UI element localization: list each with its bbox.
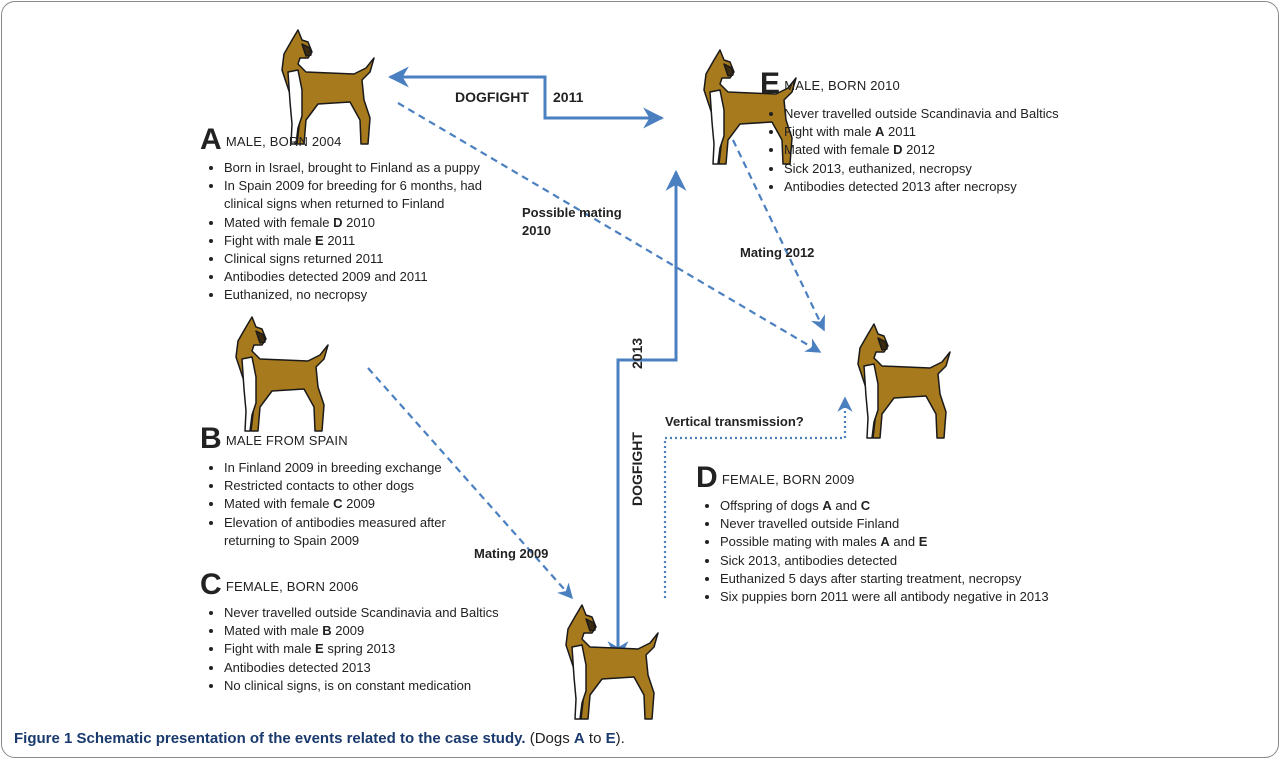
fact-item: Mated with female D 2010 xyxy=(224,214,524,232)
label-mating-2009: Mating 2009 xyxy=(474,546,549,561)
label-dogfight-2011-word: DOGFIGHT xyxy=(455,89,529,105)
dog-e-icon xyxy=(703,49,797,165)
dog-a-title: MALE, BORN 2004 xyxy=(225,134,342,149)
dog-a-icon xyxy=(281,29,375,145)
dog-b-title: MALE FROM SPAIN xyxy=(225,433,348,448)
arrow-dogfight-2011 xyxy=(387,66,665,129)
fact-item: Fight with male E 2011 xyxy=(224,232,524,250)
dog-d-title: FEMALE, BORN 2009 xyxy=(721,472,855,487)
fact-item: Sick 2013, antibodies detected xyxy=(720,552,1100,570)
label-vertical-transmission: Vertical transmission? xyxy=(665,414,804,429)
fact-item: Sick 2013, euthanized, necropsy xyxy=(784,160,1154,178)
fact-item: Fight with male A 2011 xyxy=(784,123,1154,141)
fact-item: Euthanized, no necropsy xyxy=(224,286,524,304)
caption-mid: to xyxy=(584,730,606,747)
fact-item: Fight with male E spring 2013 xyxy=(224,640,564,658)
fact-item: In Finland 2009 in breeding exchange xyxy=(224,459,494,477)
dog-c-icon xyxy=(565,604,659,720)
fact-item: Mated with female C 2009 xyxy=(224,495,494,513)
label-mating-2012: Mating 2012 xyxy=(740,245,815,260)
fact-item: Mated with male B 2009 xyxy=(224,622,564,640)
fact-item: Six puppies born 2011 were all antibody … xyxy=(720,588,1100,606)
fact-item: Elevation of antibodies measured after r… xyxy=(224,514,494,550)
arrow-dogfight-2013 xyxy=(607,169,687,663)
fact-item: Never travelled outside Scandinavia and … xyxy=(224,604,564,622)
dog-e-letter: E xyxy=(760,67,781,100)
fact-item: Antibodies detected 2013 xyxy=(224,659,564,677)
fact-item: Clinical signs returned 2011 xyxy=(224,250,524,268)
label-dogfight-2013-word: DOGFIGHT xyxy=(629,432,645,506)
caption-title: Figure 1 Schematic presentation of the e… xyxy=(14,730,526,747)
fact-item: Mated with female D 2012 xyxy=(784,141,1154,159)
fact-item: Never travelled outside Scandinavia and … xyxy=(784,105,1154,123)
dog-d-letter: D xyxy=(696,461,718,494)
dog-b-facts: In Finland 2009 in breeding exchangeRest… xyxy=(202,459,494,550)
dog-c-title: FEMALE, BORN 2006 xyxy=(225,579,359,594)
label-dogfight-2013-year: 2013 xyxy=(629,337,645,369)
fact-item: Offspring of dogs A and C xyxy=(720,497,1100,515)
dog-b-icon xyxy=(235,316,329,432)
fact-item: Antibodies detected 2009 and 2011 xyxy=(224,268,524,286)
caption-pre: (Dogs xyxy=(525,730,574,747)
arrow-mating-2009 xyxy=(367,367,574,600)
dog-d-icon xyxy=(857,323,951,439)
dog-b-letter: B xyxy=(200,422,222,455)
dog-c-letter: C xyxy=(200,568,222,601)
dog-e-title: MALE, BORN 2010 xyxy=(784,78,900,93)
fact-item: Euthanized 5 days after starting treatme… xyxy=(720,570,1100,588)
label-possible-mating-year: 2010 xyxy=(522,223,551,238)
dog-d-facts: Offspring of dogs A and CNever travelled… xyxy=(698,497,1100,606)
fact-item: Antibodies detected 2013 after necropsy xyxy=(784,178,1154,196)
fact-item: Restricted contacts to other dogs xyxy=(224,477,494,495)
fact-item: Never travelled outside Finland xyxy=(720,515,1100,533)
caption-to: E xyxy=(605,730,616,747)
arrow-vertical-transmission xyxy=(663,396,853,598)
fact-item: No clinical signs, is on constant medica… xyxy=(224,677,564,695)
fact-item: In Spain 2009 for breeding for 6 months,… xyxy=(224,177,524,213)
fact-item: Born in Israel, brought to Finland as a … xyxy=(224,159,524,177)
fact-item: Possible mating with males A and E xyxy=(720,533,1100,551)
caption-post: ). xyxy=(615,730,625,747)
label-dogfight-2011-year: 2011 xyxy=(553,89,584,105)
caption-from: A xyxy=(573,730,585,747)
dog-c-facts: Never travelled outside Scandinavia and … xyxy=(202,604,564,695)
dog-a-letter: A xyxy=(200,123,222,156)
figure-caption: Figure 1 Schematic presentation of the e… xyxy=(14,730,625,747)
label-possible-mating: Possible mating xyxy=(522,205,622,220)
dog-a-facts: Born in Israel, brought to Finland as a … xyxy=(202,159,524,305)
dog-e-facts: Never travelled outside Scandinavia and … xyxy=(762,105,1154,196)
